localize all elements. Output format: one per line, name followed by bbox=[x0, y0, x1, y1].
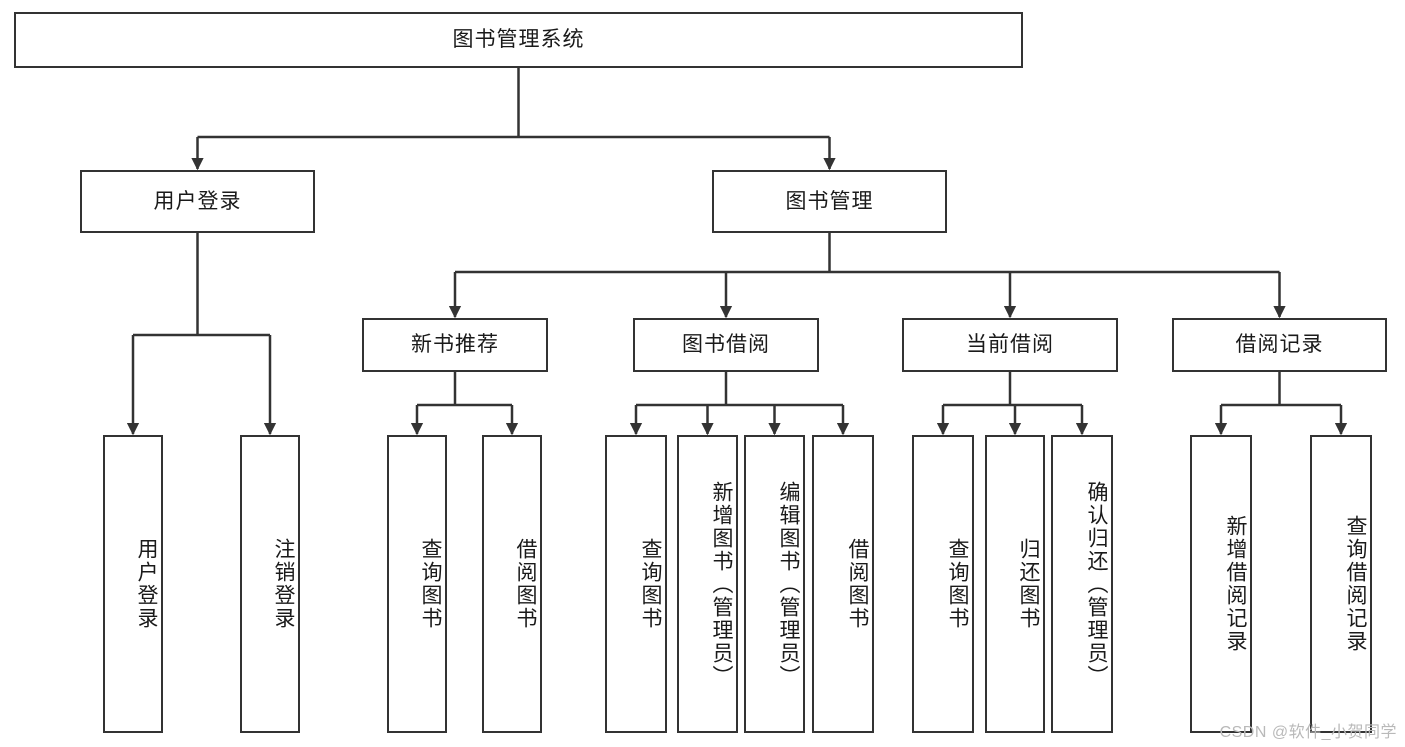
node-leaf-query-record-label: 查询借阅记录 bbox=[1344, 515, 1367, 653]
node-root-label: 图书管理系统 bbox=[452, 28, 585, 52]
node-book-borrow[interactable]: 图书借阅 bbox=[633, 318, 819, 372]
node-leaf-logout[interactable]: 注销登录 bbox=[240, 435, 300, 733]
node-leaf-borrow-book-rec-label: 借阅图书 bbox=[514, 538, 537, 630]
node-leaf-user-login[interactable]: 用户登录 bbox=[103, 435, 163, 733]
node-book-borrow-label: 图书借阅 bbox=[682, 333, 770, 357]
node-leaf-add-record[interactable]: 新增借阅记录 bbox=[1190, 435, 1252, 733]
node-leaf-logout-label: 注销登录 bbox=[272, 538, 295, 630]
node-borrow-record[interactable]: 借阅记录 bbox=[1172, 318, 1387, 372]
node-current-borrow[interactable]: 当前借阅 bbox=[902, 318, 1118, 372]
node-leaf-borrow-book-label: 借阅图书 bbox=[846, 538, 869, 630]
node-leaf-query-book-borrow-label: 查询图书 bbox=[639, 538, 662, 630]
node-leaf-user-login-label: 用户登录 bbox=[135, 538, 158, 630]
node-leaf-add-book[interactable]: 新增图书（管理员） bbox=[677, 435, 738, 733]
node-leaf-add-book-label: 新增图书（管理员） bbox=[710, 480, 733, 688]
node-leaf-confirm-return[interactable]: 确认归还（管理员） bbox=[1051, 435, 1113, 733]
node-book-manage[interactable]: 图书管理 bbox=[712, 170, 947, 233]
node-leaf-query-book-rec-label: 查询图书 bbox=[419, 538, 442, 630]
node-user-login[interactable]: 用户登录 bbox=[80, 170, 315, 233]
node-current-borrow-label: 当前借阅 bbox=[966, 333, 1054, 357]
node-borrow-record-label: 借阅记录 bbox=[1235, 333, 1324, 357]
node-leaf-query-book-rec[interactable]: 查询图书 bbox=[387, 435, 447, 733]
node-leaf-confirm-return-label: 确认归还（管理员） bbox=[1085, 480, 1108, 688]
node-leaf-query-book-borrow[interactable]: 查询图书 bbox=[605, 435, 667, 733]
node-leaf-return-book[interactable]: 归还图书 bbox=[985, 435, 1045, 733]
node-leaf-return-book-label: 归还图书 bbox=[1017, 538, 1040, 630]
node-new-book-rec-label: 新书推荐 bbox=[411, 333, 499, 357]
node-leaf-edit-book-label: 编辑图书（管理员） bbox=[777, 480, 800, 688]
node-leaf-add-record-label: 新增借阅记录 bbox=[1224, 515, 1247, 653]
node-leaf-query-book-cur-label: 查询图书 bbox=[946, 538, 969, 630]
node-leaf-borrow-book[interactable]: 借阅图书 bbox=[812, 435, 874, 733]
node-user-login-label: 用户登录 bbox=[153, 189, 242, 213]
node-book-manage-label: 图书管理 bbox=[785, 189, 874, 213]
node-leaf-borrow-book-rec[interactable]: 借阅图书 bbox=[482, 435, 542, 733]
node-leaf-query-record[interactable]: 查询借阅记录 bbox=[1310, 435, 1372, 733]
watermark: CSDN @软件_小贺同学 bbox=[1219, 724, 1397, 741]
node-leaf-edit-book[interactable]: 编辑图书（管理员） bbox=[744, 435, 805, 733]
node-new-book-rec[interactable]: 新书推荐 bbox=[362, 318, 548, 372]
node-root[interactable]: 图书管理系统 bbox=[14, 12, 1023, 68]
node-leaf-query-book-cur[interactable]: 查询图书 bbox=[912, 435, 974, 733]
